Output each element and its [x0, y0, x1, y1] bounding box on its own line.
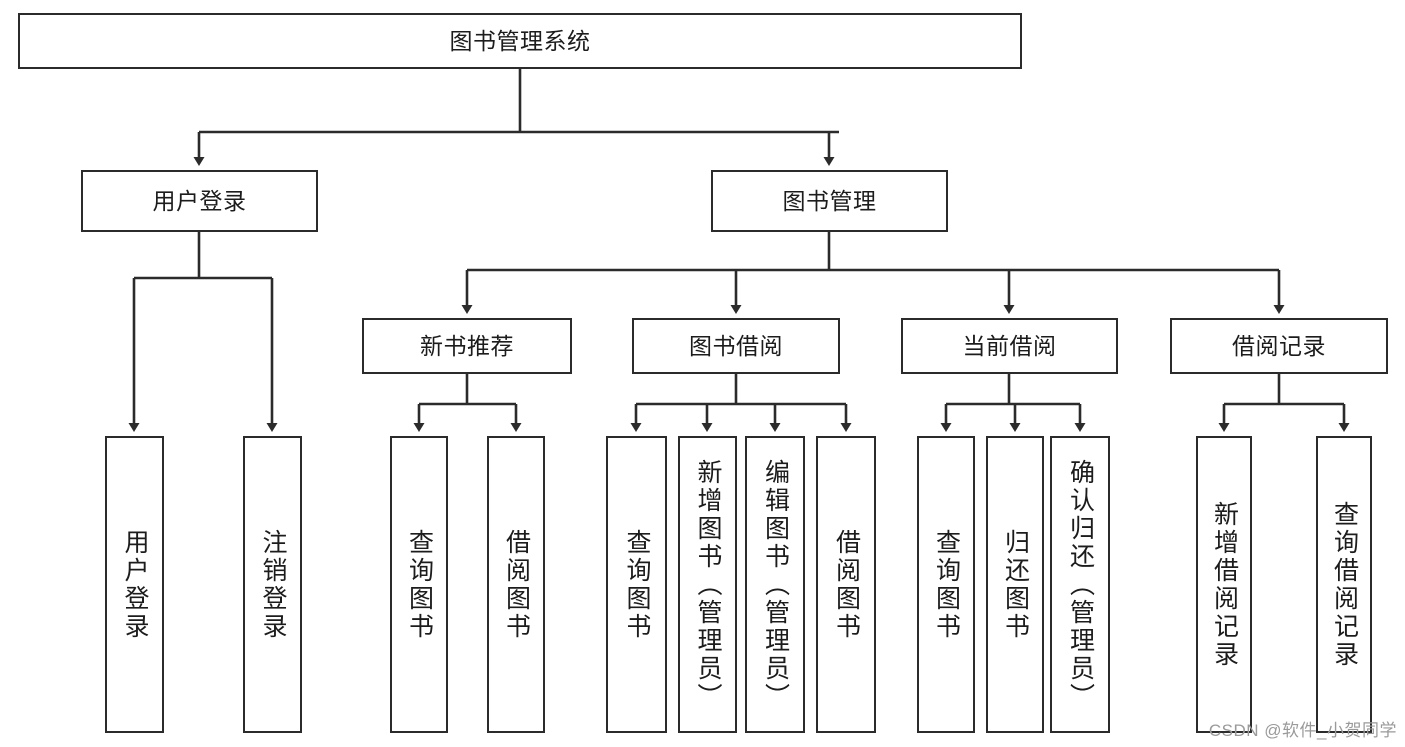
leaf-node-label: 查询图书 [623, 528, 651, 641]
node-borrow-records[interactable]: 借阅记录 [1170, 318, 1388, 374]
leaf-node-label: 新增借阅记录 [1210, 500, 1239, 669]
leaf-node-label: 确认归还（管理员） [1066, 458, 1095, 711]
node-root[interactable]: 图书管理系统 [18, 13, 1022, 69]
node-current-borrow-label: 当前借阅 [962, 332, 1057, 359]
leaf-node[interactable]: 新增图书（管理员） [678, 436, 737, 733]
leaf-node-label: 新增图书（管理员） [694, 458, 722, 711]
leaf-node-label: 编辑图书（管理员） [761, 458, 790, 711]
node-current-borrow[interactable]: 当前借阅 [901, 318, 1118, 374]
leaf-node[interactable]: 借阅图书 [816, 436, 876, 733]
leaf-node[interactable]: 借阅图书 [487, 436, 545, 733]
leaf-node-label: 查询图书 [405, 528, 434, 641]
node-book-management[interactable]: 图书管理 [711, 170, 948, 232]
leaf-node[interactable]: 归还图书 [986, 436, 1044, 733]
leaf-node-label: 注销登录 [259, 528, 287, 641]
leaf-node[interactable]: 查询图书 [606, 436, 667, 733]
node-root-label: 图书管理系统 [449, 27, 591, 54]
leaf-node[interactable]: 查询图书 [917, 436, 975, 733]
node-new-book-recommend-label: 新书推荐 [420, 332, 514, 359]
node-new-book-recommend[interactable]: 新书推荐 [362, 318, 572, 374]
leaf-node-label: 查询借阅记录 [1330, 500, 1359, 669]
node-user-login-label: 用户登录 [152, 187, 247, 214]
leaf-node[interactable]: 用户登录 [105, 436, 164, 733]
leaf-node-label: 用户登录 [121, 528, 149, 641]
node-borrow-records-label: 借阅记录 [1232, 332, 1326, 359]
leaf-node[interactable]: 查询图书 [390, 436, 448, 733]
leaf-node[interactable]: 查询借阅记录 [1316, 436, 1372, 733]
leaf-node-label: 归还图书 [1001, 528, 1030, 641]
node-book-borrow[interactable]: 图书借阅 [632, 318, 840, 374]
leaf-node[interactable]: 注销登录 [243, 436, 302, 733]
csdn-watermark: CSDN @软件_小贺同学 [1208, 721, 1397, 740]
leaf-node-label: 借阅图书 [832, 528, 861, 641]
leaf-node[interactable]: 编辑图书（管理员） [745, 436, 805, 733]
node-book-management-label: 图书管理 [782, 187, 877, 214]
leaf-node-label: 查询图书 [932, 528, 961, 641]
node-user-login[interactable]: 用户登录 [81, 170, 318, 232]
leaf-node-label: 借阅图书 [502, 528, 531, 641]
leaf-node[interactable]: 新增借阅记录 [1196, 436, 1252, 733]
node-book-borrow-label: 图书借阅 [689, 332, 783, 359]
leaf-node[interactable]: 确认归还（管理员） [1050, 436, 1110, 733]
